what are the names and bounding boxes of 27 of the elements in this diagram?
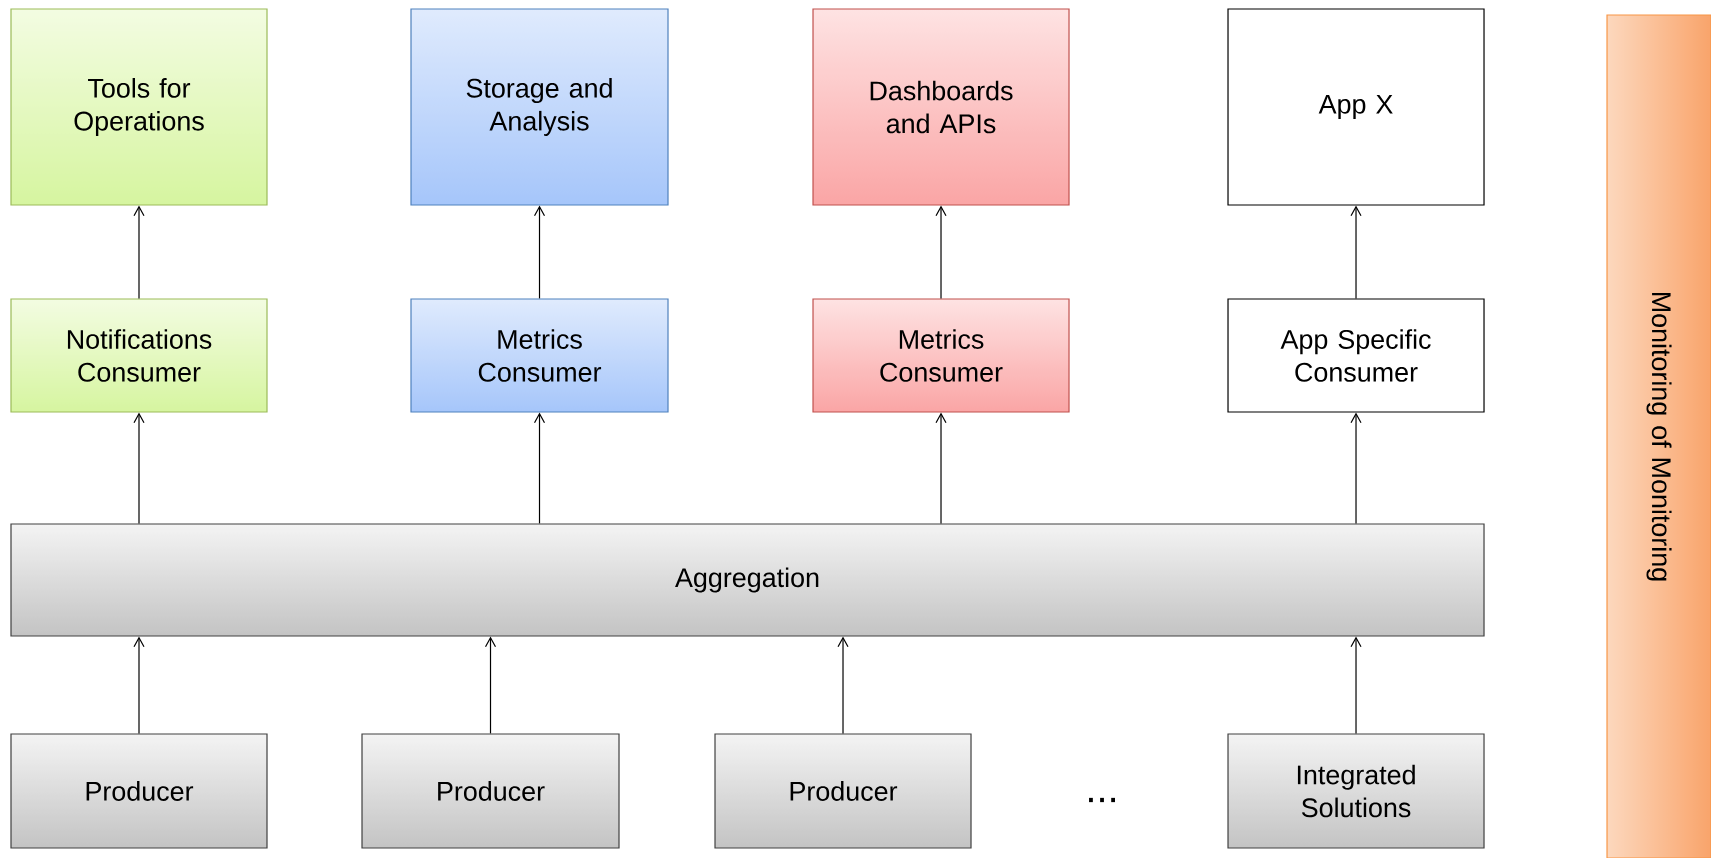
arrow xyxy=(1350,205,1362,299)
producer-box: Producer xyxy=(361,733,620,849)
process-box: Tools for Operations xyxy=(10,8,268,206)
arrow xyxy=(133,636,145,734)
producer-box: Producer xyxy=(714,733,972,849)
consumer-box: Metrics Consumer xyxy=(410,298,669,413)
side-band: Monitoring of Monitoring xyxy=(1606,14,1711,858)
process-box: Dashboards and APIs xyxy=(812,8,1070,206)
consumer-box: Notifications Consumer xyxy=(10,298,268,413)
process-box: Storage and Analysis xyxy=(410,8,669,206)
arrow xyxy=(837,636,849,734)
consumer-box: App Specific Consumer xyxy=(1227,298,1485,413)
arrow xyxy=(935,412,947,524)
arrow xyxy=(1350,412,1362,524)
consumer-box: Metrics Consumer xyxy=(812,298,1070,413)
arrow xyxy=(533,412,546,524)
arrow xyxy=(133,412,145,524)
arrow xyxy=(533,205,546,299)
ellipsis: ... xyxy=(1089,797,1115,803)
producer-box: Integrated Solutions xyxy=(1227,733,1485,849)
arrow xyxy=(133,205,145,299)
arrow xyxy=(484,636,497,734)
arrow xyxy=(935,205,947,299)
process-box: App X xyxy=(1227,8,1485,206)
aggregation-bar: Aggregation xyxy=(10,523,1485,637)
arrow xyxy=(1350,636,1362,734)
producer-box: Producer xyxy=(10,733,268,849)
